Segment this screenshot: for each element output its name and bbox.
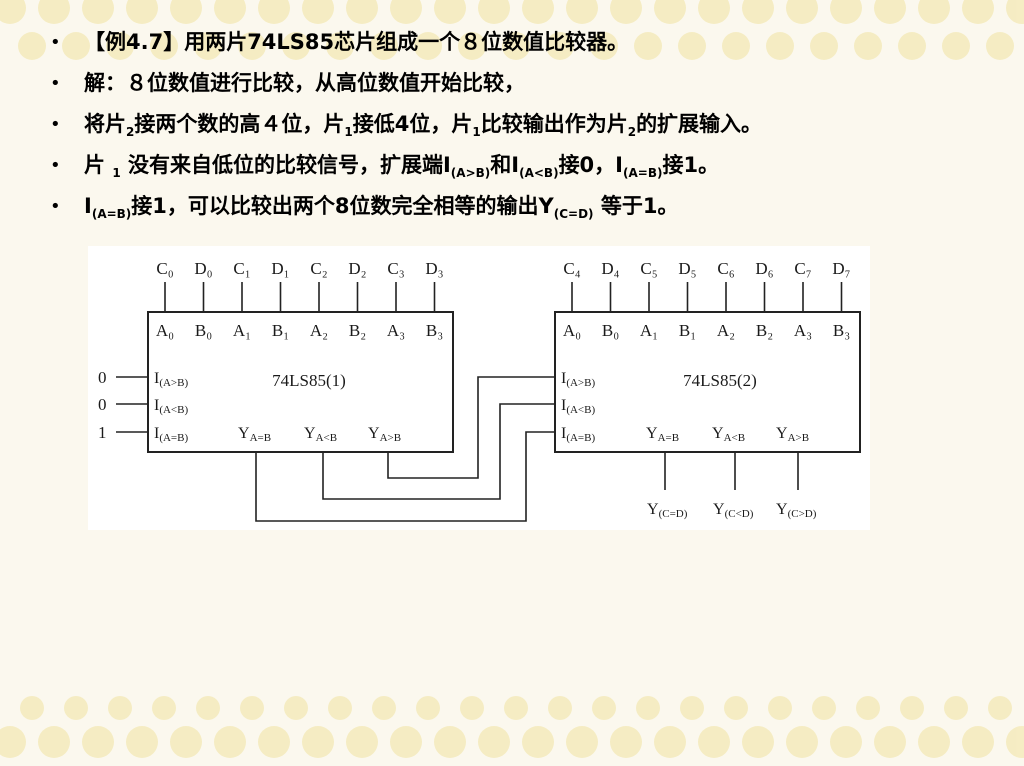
text-segment: 和I: [490, 153, 520, 177]
chip1-pin-label: B₁: [272, 321, 289, 340]
bullet-item: 片 1 没有来自低位的比较信号，扩展端I(A>B)和I(A<B)接0，I(A=B…: [50, 145, 1010, 186]
chip1-top-label: D₃: [425, 259, 443, 278]
chip1-top-label: D₁: [271, 259, 289, 278]
text-segment: 的扩展输入。: [636, 112, 763, 136]
chip1-top-label: D₂: [348, 259, 366, 278]
chip2-top-label: D₆: [755, 259, 773, 278]
chip1-pin-label: B₂: [349, 321, 366, 340]
chip1-in-al: I(A<B): [154, 397, 188, 416]
chip1-pin-label: A₂: [310, 321, 328, 340]
chip1-inputs: 0 0 1 I(A>B) I(A<B) I(A=B): [98, 368, 188, 444]
chip1-pin-label: A₃: [387, 321, 405, 340]
chip1-box: [147, 311, 454, 453]
interconnect-wires: [255, 376, 555, 522]
chip1-out-lt: YA<B: [304, 425, 337, 444]
chip2-top-label: C₆: [717, 259, 734, 278]
subscript: (A=B): [91, 207, 132, 221]
chip2-inputs: I(A>B) I(A<B) I(A=B): [561, 370, 595, 444]
chip2-top-label: D₇: [832, 259, 850, 278]
chip2-pin-label: B₁: [679, 321, 696, 340]
text-segment: 解：８位数值进行比较，从高位数值开始比较，: [84, 71, 525, 95]
text-segment: 接低4位，片: [352, 112, 473, 136]
input-value-0b: 0: [98, 395, 107, 414]
chip2-pin-label: A₂: [717, 321, 735, 340]
bullet-item: 解：８位数值进行比较，从高位数值开始比较，: [50, 63, 1010, 104]
bullet-item: 将片2接两个数的高４位，片1接低4位，片1比较输出作为片2的扩展输入。: [50, 104, 1010, 145]
final-out-eq: Y(C=D): [647, 501, 688, 520]
chip2-in-ae: I(A=B): [561, 425, 595, 444]
chip1-top-pins: C₀ A₀ D₀ B₀ C₁ A₁ D₁ B₁ C₂ A₂ D₂ B₂ C₃ A₃ D₃ B₃: [156, 259, 444, 340]
chip2-top-pins: C₄ A₀ D₄ B₀ C₅ A₁ D₅ B₁ C₆ A₂ D₆ B₂ C₇ A₃ D₇ B₃: [563, 259, 851, 340]
subscript: 1: [112, 166, 121, 180]
final-out-lt: Y(C<D): [713, 501, 754, 520]
subscript: 1: [344, 125, 353, 139]
text-segment: 片: [84, 153, 113, 177]
input-value-1: 1: [98, 423, 107, 442]
bullet-item: 【例4.7】用两片74LS85芯片组成一个８位数值比较器。: [50, 22, 1010, 63]
text-segment: 【例4.7】用两片74LS85芯片组成一个８位数值比较器。: [84, 30, 629, 54]
chip2-in-ag: I(A>B): [561, 370, 595, 389]
chip2-pin-label: B₀: [602, 321, 619, 340]
chip2-pin-label: B₂: [756, 321, 773, 340]
chip2-pin-label: B₃: [833, 321, 850, 340]
chip1-in-ae: I(A=B): [154, 425, 188, 444]
chip1-pin-label: A₀: [156, 321, 174, 340]
text-segment: 接0，I: [558, 153, 623, 177]
chip2-top-label: C₅: [640, 259, 657, 278]
text-segment: 接1。: [662, 153, 720, 177]
chip1-top-label: C₀: [156, 259, 173, 278]
text-segment: 将片: [84, 112, 126, 136]
chip2-box: [554, 311, 861, 453]
chip1-pin-label: A₁: [233, 321, 251, 340]
text-segment: 没有来自低位的比较信号，扩展端I: [120, 153, 451, 177]
subscript: (A<B): [519, 166, 559, 180]
input-value-0a: 0: [98, 368, 107, 387]
chip1-top-label: C₂: [310, 259, 327, 278]
final-out-gt: Y(C>D): [776, 501, 817, 520]
text-segment: 比较输出作为片: [480, 112, 628, 136]
chip1-pin-label: B₀: [195, 321, 212, 340]
chip1-top-label: D₀: [194, 259, 212, 278]
chip2-pin-label: A₃: [794, 321, 812, 340]
chip2-out-eq: YA=B: [646, 425, 679, 444]
text-segment: 接1，可以比较出两个8位数完全相等的输出Y: [131, 194, 554, 218]
chip2-name: 74LS85(2): [683, 371, 757, 390]
chip1-top-label: C₃: [387, 259, 404, 278]
subscript: 2: [126, 125, 135, 139]
chip1-out-eq: YA=B: [238, 425, 271, 444]
chip1-out-gt: YA>B: [368, 425, 401, 444]
chip2-pin-label: A₀: [563, 321, 581, 340]
chip1-name: 74LS85(1): [272, 371, 346, 390]
chip1-outputs: YA=B YA<B YA>B: [238, 425, 401, 444]
chip2-out-gt: YA>B: [776, 425, 809, 444]
bullet-item: I(A=B)接1，可以比较出两个8位数完全相等的输出Y(C=D) 等于1。: [50, 186, 1010, 227]
chip2-out-lt: YA<B: [712, 425, 745, 444]
chip2-top-label: C₇: [794, 259, 811, 278]
text-segment: 等于1。: [593, 194, 679, 218]
final-output-wires: Y(C=D) Y(C<D) Y(C>D): [647, 452, 817, 520]
subscript: 1: [472, 125, 481, 139]
chip1-top-label: C₁: [233, 259, 250, 278]
subscript: (C=D): [553, 207, 594, 221]
chip2-top-label: D₅: [678, 259, 696, 278]
chip1-in-ag: I(A>B): [154, 370, 188, 389]
subscript: (A=B): [623, 166, 663, 180]
text-segment: 接两个数的高４位，片: [134, 112, 345, 136]
subscript: (A>B): [450, 166, 491, 180]
subscript: 2: [627, 125, 637, 139]
chip2-top-label: D₄: [601, 259, 619, 278]
chip2-pin-label: A₁: [640, 321, 658, 340]
chip1-pin-label: B₃: [426, 321, 443, 340]
chip2-in-al: I(A<B): [561, 397, 595, 416]
text-segment: I: [84, 194, 92, 218]
chip2-top-label: C₄: [563, 259, 580, 278]
chip2-outputs: YA=B YA<B YA>B: [646, 425, 809, 444]
bullet-list: 【例4.7】用两片74LS85芯片组成一个８位数值比较器。解：８位数值进行比较，…: [50, 22, 1010, 227]
circuit-diagram: C₀ A₀ D₀ B₀ C₁ A₁ D₁ B₁ C₂ A₂ D₂ B₂ C₃ A₃ D₃ B₃ C₄ A₀ D₄ B…: [88, 246, 870, 530]
